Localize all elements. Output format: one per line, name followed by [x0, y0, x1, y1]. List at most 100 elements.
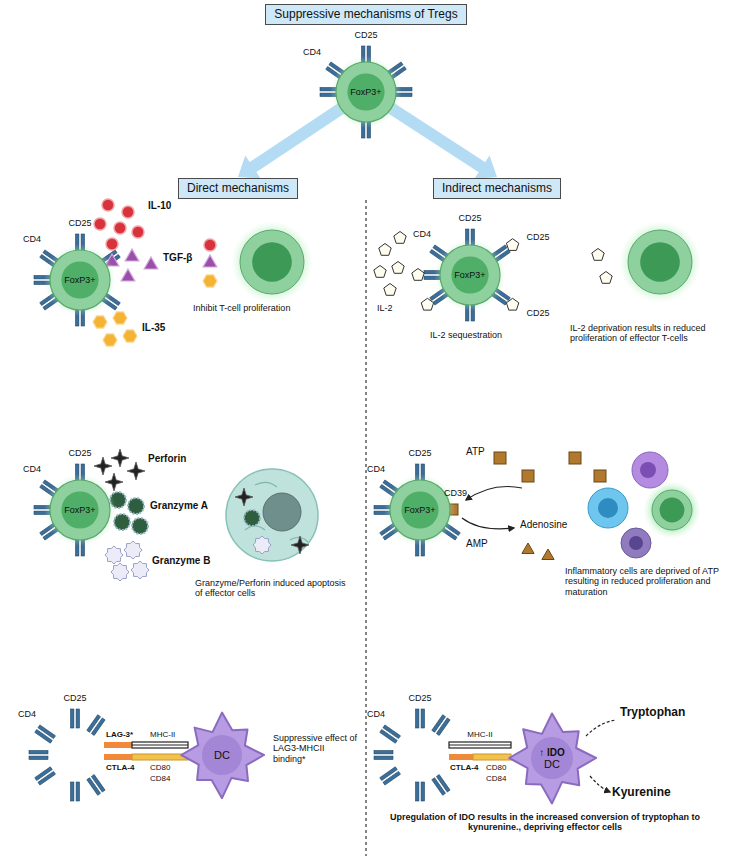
cell-membrane: [336, 62, 396, 122]
perforin: [111, 449, 129, 467]
label-text: CD80: [486, 763, 506, 772]
label-text: CD4: [23, 234, 41, 244]
receptor-chain: [432, 778, 446, 796]
treg-cell: FoxP3+: [50, 250, 110, 310]
dc-membrane: [509, 714, 596, 804]
treg-cell: FoxP3+: [390, 480, 450, 540]
receptor-chain: [91, 718, 105, 736]
label-text: Tryptophan: [620, 706, 685, 720]
cell-nucleus: [252, 242, 292, 282]
cell-glow: [384, 474, 456, 546]
receptor-chain: [380, 767, 398, 781]
cell-glow: [44, 474, 116, 546]
cell-nucleus: [640, 242, 680, 282]
cell-label: DC: [214, 749, 230, 761]
il2-molecule: [374, 266, 386, 278]
perforin: [291, 536, 309, 554]
il10-molecule: [204, 239, 216, 251]
dashed-arrow: [590, 776, 610, 792]
amp-molecule: [542, 549, 554, 560]
receptor: [87, 775, 105, 796]
receptor-chain: [374, 751, 393, 754]
label-text: Adenosine: [520, 519, 567, 531]
receptor-chain: [35, 767, 53, 781]
il10-molecule: [132, 226, 144, 238]
ctla4-bar: [104, 754, 132, 760]
cell-label: FoxP3+: [64, 505, 95, 515]
label-text: CD4: [303, 47, 321, 57]
receptor-chain: [76, 782, 79, 801]
mhc2-bar: [132, 745, 188, 746]
il2-molecule: [506, 298, 518, 310]
receptor: [29, 751, 48, 760]
il2-molecule: [506, 239, 518, 251]
il2-molecule: [384, 284, 396, 296]
treg-cell: FoxP3+: [336, 62, 396, 122]
atp-molecule: [494, 452, 506, 464]
atp-molecule: [569, 452, 581, 464]
perforin: [127, 462, 145, 480]
receptor-chain: [421, 782, 424, 801]
label-text: IL-35: [142, 322, 165, 334]
receptor: [416, 782, 425, 801]
dendritic-cell: DC: [182, 715, 262, 795]
label-text: CD25: [408, 693, 431, 703]
arrow: [462, 518, 514, 529]
label-text: CD4: [23, 464, 41, 474]
atp-molecule: [594, 470, 606, 482]
label-text: CD25: [354, 30, 377, 40]
receptor: [380, 767, 401, 785]
effector-cell: [628, 230, 692, 294]
label-text: CD25: [68, 218, 91, 228]
granzyme-b: [105, 546, 123, 564]
label-text: Granzyme B: [152, 555, 210, 567]
inflammatory-cell: [621, 528, 651, 558]
inflammatory-cell: [588, 488, 628, 528]
receptor-chain: [416, 709, 419, 728]
label-text: CD25: [63, 693, 86, 703]
caption-text: Suppressive effect of LAG3-MHCII binding…: [273, 733, 359, 764]
label-text: CD84: [486, 774, 506, 783]
receptor: [374, 751, 393, 760]
receptor: [35, 767, 56, 785]
cell-membrane: [440, 245, 500, 305]
granzyme-a: [244, 510, 260, 526]
cell-nucleus: [263, 493, 301, 531]
label-text: CD80: [150, 763, 170, 772]
split-arrow: [238, 109, 341, 179]
heading-text: Suppressive mechanisms of Tregs: [274, 7, 457, 21]
il2-molecule: [600, 272, 612, 284]
cell-glow: [434, 239, 506, 311]
cell-nucleus: [640, 462, 656, 478]
il2-molecule: [421, 298, 433, 310]
caption-text: IL-2 deprivation results in reduced prol…: [570, 323, 725, 344]
receptor: [416, 709, 425, 728]
heading-box: Direct mechanisms: [178, 178, 298, 199]
cell-glow: [643, 481, 701, 539]
cell-membrane: [50, 250, 110, 310]
cell-nucleus: [61, 491, 98, 528]
label-text: AMP: [466, 538, 488, 550]
label-text: CTLA-4: [106, 763, 134, 772]
cell-glow: [330, 56, 402, 128]
tgfb-molecule: [144, 257, 158, 269]
receptor-chain: [29, 756, 48, 759]
receptor-chain: [29, 751, 48, 754]
il2-molecule: [392, 262, 404, 274]
arrow: [466, 487, 522, 501]
label-text: CD4: [413, 229, 431, 239]
receptor-chain: [374, 756, 393, 759]
cell-label: ↑ IDO: [539, 747, 565, 758]
effector-cell: [652, 490, 692, 530]
mhc2-bar: [132, 742, 188, 748]
cell-membrane: [390, 480, 450, 540]
il2-molecule: [412, 269, 424, 281]
dendritic-cell: ↑ IDODC: [510, 716, 594, 800]
cell-nucleus: [531, 737, 573, 779]
receptor: [432, 715, 450, 736]
label-text: Kyurenine: [612, 786, 671, 800]
cell-label: FoxP3+: [454, 270, 485, 280]
caption-text: Inflammatory cells are deprived of ATP r…: [565, 566, 725, 597]
receptor-chain: [87, 778, 101, 796]
